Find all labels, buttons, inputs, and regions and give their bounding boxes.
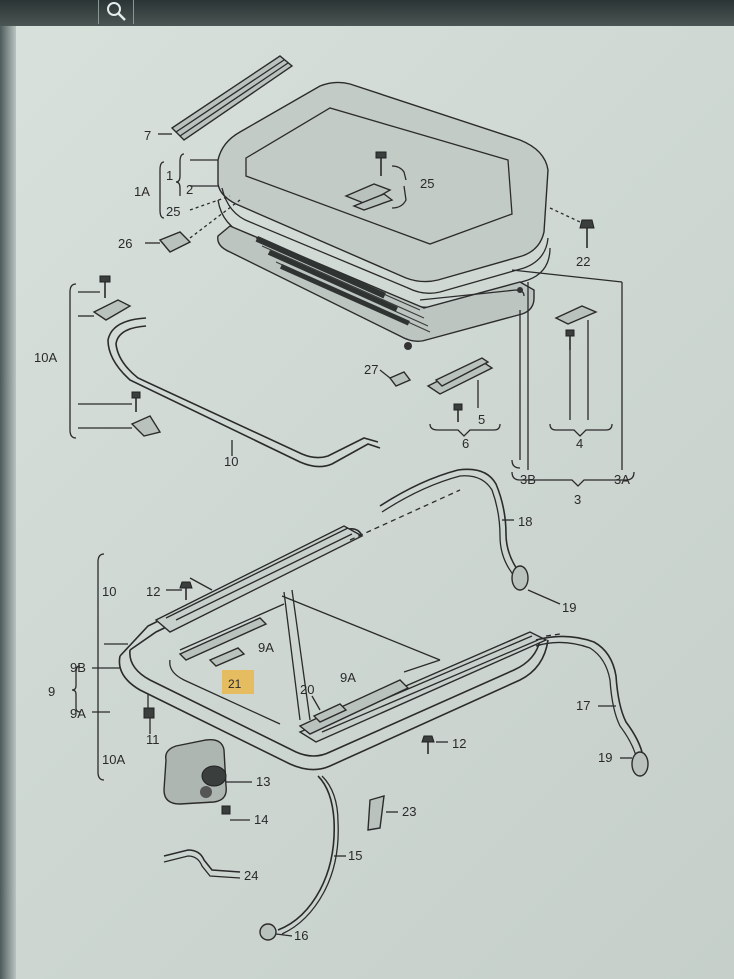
part-24-hose xyxy=(163,849,241,879)
part-11-bolt xyxy=(143,694,155,734)
label-2: 2 xyxy=(186,182,193,197)
label-9: 9 xyxy=(48,684,55,699)
part-12-screw-top xyxy=(166,577,213,600)
callout-labels: 7 1 2 1A 25 25 26 22 10A 27 5 6 10 4 3B … xyxy=(34,128,630,943)
part-25-screw-bracket xyxy=(344,151,407,211)
label-25-right: 25 xyxy=(420,176,434,191)
part-9A-guide-bars xyxy=(178,617,410,735)
label-19-bottom: 19 xyxy=(598,750,612,765)
label-3: 3 xyxy=(574,492,581,507)
label-23: 23 xyxy=(402,804,416,819)
label-19-top: 19 xyxy=(562,600,576,615)
part-19-end-top xyxy=(511,565,561,605)
label-24: 24 xyxy=(244,868,258,883)
part-12-screw-bottom xyxy=(421,735,448,754)
part-20-block xyxy=(311,695,348,723)
label-22: 22 xyxy=(576,254,590,269)
label-3A: 3A xyxy=(614,472,630,487)
label-1: 1 xyxy=(166,168,173,183)
label-20: 20 xyxy=(300,682,314,697)
part-16-connector xyxy=(259,923,293,941)
search-icon xyxy=(107,2,126,21)
part-17-cable xyxy=(535,635,643,757)
label-10-bracket: 10 xyxy=(102,584,116,599)
part-26-clip xyxy=(145,199,241,253)
monitor-bezel-edge xyxy=(0,26,16,979)
label-1A: 1A xyxy=(134,184,150,199)
part-7-seal-strip xyxy=(158,55,294,141)
label-5: 5 xyxy=(478,412,485,427)
part-1-glass-panel xyxy=(217,81,549,294)
bracket-lower-left xyxy=(71,553,128,781)
sunshade-panel xyxy=(217,225,535,350)
part-10-deflector-frame xyxy=(107,317,381,468)
part-10A-screws-brackets xyxy=(69,275,162,439)
part-15-cable xyxy=(277,775,346,935)
label-9B: 9B xyxy=(70,660,86,675)
label-3B: 3B xyxy=(520,472,536,487)
part-13-motor xyxy=(163,739,252,821)
part-3-bracket-lines xyxy=(511,269,635,487)
part-21-block xyxy=(208,647,254,694)
label-15: 15 xyxy=(348,848,362,863)
label-27: 27 xyxy=(364,362,378,377)
label-16: 16 xyxy=(294,928,308,943)
label-10A-bottom: 10A xyxy=(102,752,125,767)
label-6: 6 xyxy=(462,436,469,451)
label-11: 11 xyxy=(146,732,160,747)
label-21: 21 xyxy=(228,677,242,691)
part-22-screw xyxy=(549,207,595,248)
label-25-left: 25 xyxy=(166,204,180,219)
search-button[interactable] xyxy=(98,0,134,24)
part-19-end-bottom xyxy=(620,751,649,777)
label-4: 4 xyxy=(576,436,583,451)
part-23-clip xyxy=(367,795,398,831)
part-27-clip xyxy=(379,369,412,387)
sunroof-main-frame xyxy=(118,489,561,771)
label-10-top: 10 xyxy=(224,454,238,469)
top-toolbar xyxy=(0,0,734,26)
label-26: 26 xyxy=(118,236,132,251)
label-9A-lower: 9A xyxy=(340,670,356,685)
label-17: 17 xyxy=(576,698,590,713)
part-5-6-guide xyxy=(426,357,501,437)
label-9A-upper: 9A xyxy=(258,640,274,655)
label-9A-left: 9A xyxy=(70,706,86,721)
label-14: 14 xyxy=(254,812,268,827)
label-13: 13 xyxy=(256,774,270,789)
label-18: 18 xyxy=(518,514,532,529)
label-10A-top: 10A xyxy=(34,350,57,365)
label-7: 7 xyxy=(144,128,151,143)
bracket-1A xyxy=(159,153,231,219)
part-4-bracket xyxy=(549,305,613,437)
part-18-cable xyxy=(379,468,523,579)
label-12-bottom: 12 xyxy=(452,736,466,751)
label-12-top: 12 xyxy=(146,584,160,599)
